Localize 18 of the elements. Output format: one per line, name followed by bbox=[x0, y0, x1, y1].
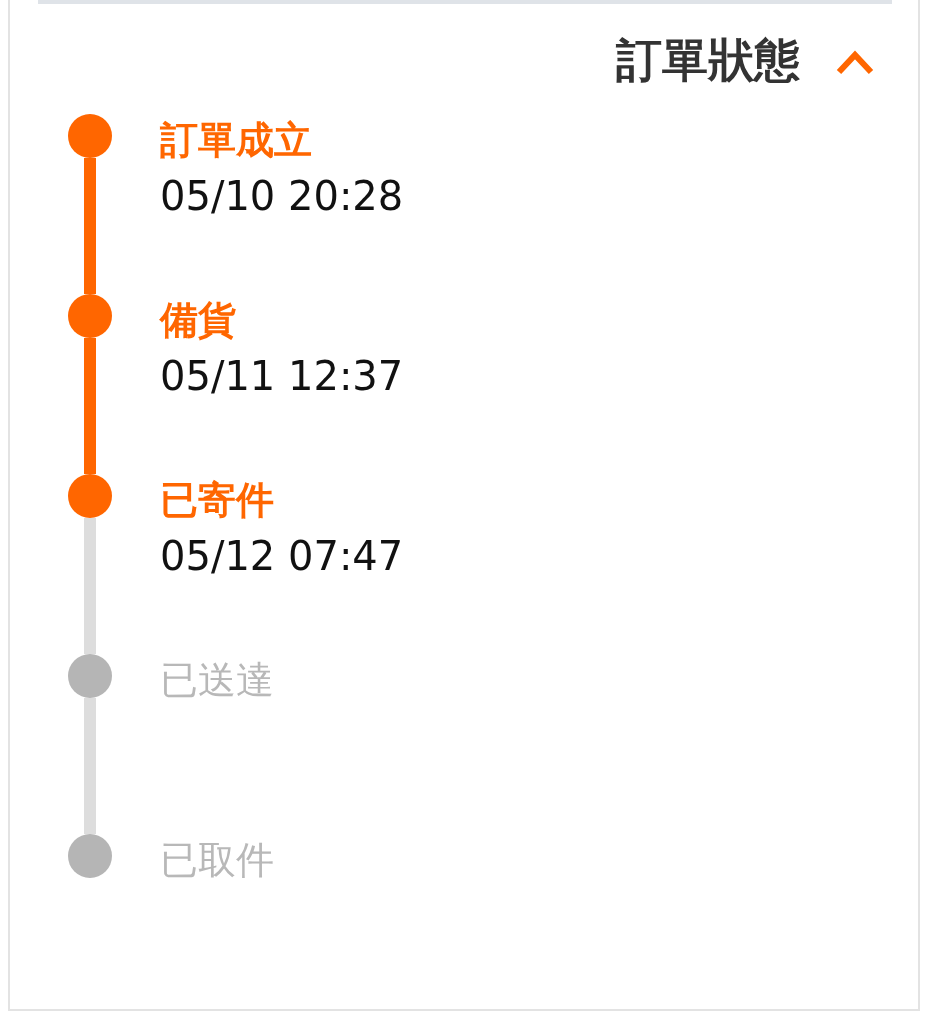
step-label: 已取件 bbox=[160, 837, 274, 884]
timeline-dot bbox=[68, 474, 112, 518]
step-label: 已寄件 bbox=[160, 477, 274, 524]
timeline-connector bbox=[84, 158, 96, 294]
timestamp: 05/10 20:28 bbox=[160, 172, 404, 221]
section-title: 訂單狀態 bbox=[616, 32, 800, 89]
timestamp: 05/11 12:37 bbox=[160, 352, 404, 401]
timeline-connector bbox=[84, 518, 96, 654]
timeline-dot bbox=[68, 834, 112, 878]
step-label: 備貨 bbox=[160, 297, 236, 344]
timeline-dot bbox=[68, 294, 112, 338]
timeline-dot bbox=[68, 654, 112, 698]
step-label: 已送達 bbox=[160, 657, 274, 704]
timeline-connector bbox=[84, 698, 96, 834]
timeline-connector bbox=[84, 338, 96, 474]
timeline-dot bbox=[68, 114, 112, 158]
step-label: 訂單成立 bbox=[160, 117, 312, 164]
timestamp: 05/12 07:47 bbox=[160, 532, 404, 581]
